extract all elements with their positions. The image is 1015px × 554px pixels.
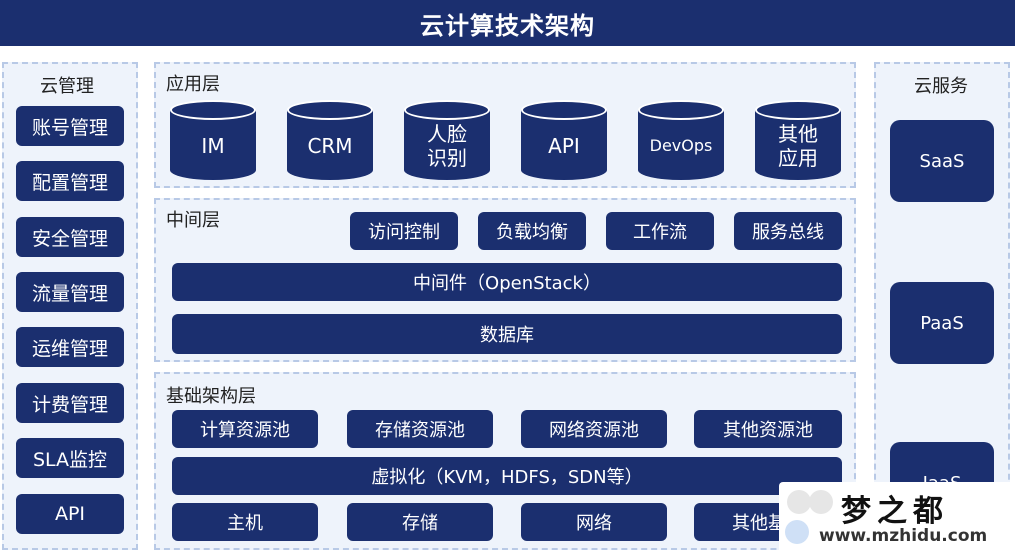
storage-button[interactable]: 存储 [347, 503, 493, 541]
paas-box[interactable]: PaaS [890, 282, 994, 364]
storage-pool-button[interactable]: 存储资源池 [347, 410, 493, 448]
middle-layer-panel: 中间层 访问控制 负载均衡 工作流 服务总线 中间件（OpenStack） 数据… [154, 198, 856, 362]
devops-cylinder[interactable]: DevOps [638, 100, 724, 180]
cloud-services-heading: 云服务 [914, 76, 968, 97]
traffic-management-button[interactable]: 流量管理 [16, 272, 124, 312]
watermark-url: www.mzhidu.com [819, 526, 988, 546]
devops-label: DevOps [649, 136, 713, 155]
middle-layer-heading: 中间层 [166, 210, 220, 231]
middleware-bar[interactable]: 中间件（OpenStack） [172, 263, 842, 301]
cloud-services-panel: 云服务 SaaS PaaS IaaS [874, 62, 1010, 550]
logo-icon [785, 520, 809, 544]
watermark: 梦之都 www.mzhidu.com [779, 482, 1015, 554]
billing-management-button[interactable]: 计费管理 [16, 383, 124, 423]
service-bus-button[interactable]: 服务总线 [734, 212, 842, 250]
load-balancing-button[interactable]: 负载均衡 [478, 212, 586, 250]
crm-label: CRM [307, 134, 353, 158]
access-control-button[interactable]: 访问控制 [350, 212, 458, 250]
im-cylinder[interactable]: IM [170, 100, 256, 180]
face-icon [809, 490, 833, 514]
other-apps-label: 其他 应用 [778, 122, 818, 170]
crm-cylinder[interactable]: CRM [287, 100, 373, 180]
sla-monitor-button[interactable]: SLA监控 [16, 438, 124, 478]
network-pool-button[interactable]: 网络资源池 [521, 410, 667, 448]
other-pool-button[interactable]: 其他资源池 [694, 410, 842, 448]
workflow-button[interactable]: 工作流 [606, 212, 714, 250]
api-label: API [548, 134, 580, 158]
infrastructure-layer-panel: 基础架构层 计算资源池 存储资源池 网络资源池 其他资源池 虚拟化（KVM，HD… [154, 372, 856, 550]
host-button[interactable]: 主机 [172, 503, 318, 541]
watermark-brand: 梦之都 [841, 494, 949, 529]
account-management-button[interactable]: 账号管理 [16, 106, 124, 146]
face-icon [787, 490, 811, 514]
im-label: IM [201, 134, 225, 158]
virtualization-bar[interactable]: 虚拟化（KVM，HDFS，SDN等） [172, 457, 842, 495]
saas-box[interactable]: SaaS [890, 120, 994, 202]
api-button[interactable]: API [16, 494, 124, 534]
infrastructure-layer-heading: 基础架构层 [166, 386, 256, 407]
network-button[interactable]: 网络 [521, 503, 667, 541]
other-apps-cylinder[interactable]: 其他 应用 [755, 100, 841, 180]
application-layer-panel: 应用层 IM CRM 人脸 识别 API DevOps 其他 应用 [154, 62, 856, 188]
page-title: 云计算技术架构 [0, 0, 1015, 46]
security-management-button[interactable]: 安全管理 [16, 217, 124, 257]
face-recognition-cylinder[interactable]: 人脸 识别 [404, 100, 490, 180]
api-cylinder[interactable]: API [521, 100, 607, 180]
config-management-button[interactable]: 配置管理 [16, 161, 124, 201]
ops-management-button[interactable]: 运维管理 [16, 327, 124, 367]
cloud-management-heading: 云管理 [40, 76, 94, 97]
database-bar[interactable]: 数据库 [172, 314, 842, 354]
application-layer-heading: 应用层 [166, 74, 220, 95]
compute-pool-button[interactable]: 计算资源池 [172, 410, 318, 448]
face-recognition-label: 人脸 识别 [427, 122, 467, 170]
cloud-management-panel: 云管理 账号管理 配置管理 安全管理 流量管理 运维管理 计费管理 SLA监控 … [2, 62, 138, 550]
